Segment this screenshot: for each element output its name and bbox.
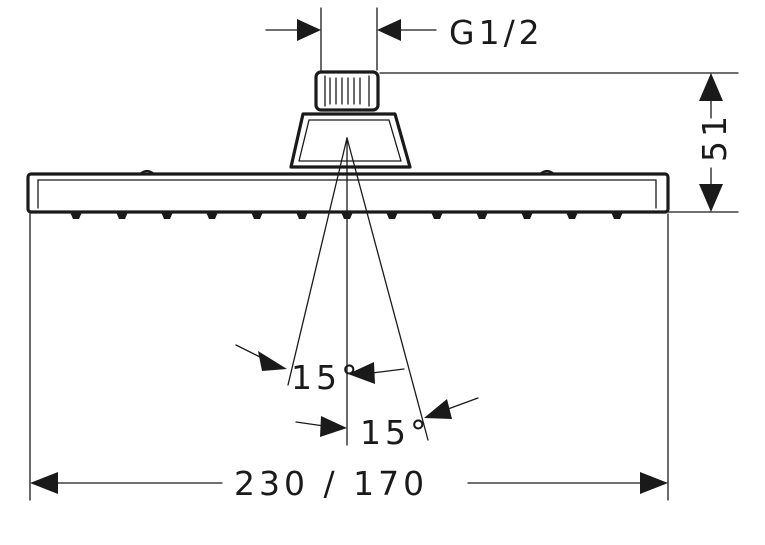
width-label: 230 / 170 bbox=[234, 464, 428, 503]
nozzle bbox=[521, 212, 533, 219]
nozzle bbox=[251, 212, 263, 219]
angle-label-right: 15° bbox=[360, 413, 431, 452]
nozzle bbox=[476, 212, 488, 219]
nozzle bbox=[566, 212, 578, 219]
nozzle bbox=[431, 212, 443, 219]
nozzle bbox=[206, 212, 218, 219]
height-label: 51 bbox=[695, 112, 734, 162]
thread-connector bbox=[314, 70, 380, 112]
height-dimension: 51 bbox=[379, 72, 739, 213]
shower-plate bbox=[26, 169, 670, 214]
tilt-line-right bbox=[346, 137, 429, 441]
nozzle bbox=[611, 212, 623, 219]
width-dimension: 230 / 170 bbox=[29, 213, 669, 503]
nozzle bbox=[70, 212, 82, 219]
angle-label-left: 15° bbox=[291, 358, 362, 397]
tilt-line-left bbox=[287, 137, 348, 386]
nozzle bbox=[386, 212, 398, 219]
thread-size-label: G1/2 bbox=[449, 13, 544, 52]
angle-dimension-left: 15° bbox=[235, 344, 405, 397]
nozzle bbox=[161, 212, 173, 219]
nozzle bbox=[116, 212, 128, 219]
tilt-lines bbox=[287, 137, 429, 446]
thread-dimension: G1/2 bbox=[265, 7, 544, 71]
nozzle-row bbox=[70, 212, 623, 219]
nozzle bbox=[296, 212, 308, 219]
ball-joint-mount bbox=[289, 112, 412, 169]
angle-dimension-right: 15° bbox=[295, 397, 479, 452]
